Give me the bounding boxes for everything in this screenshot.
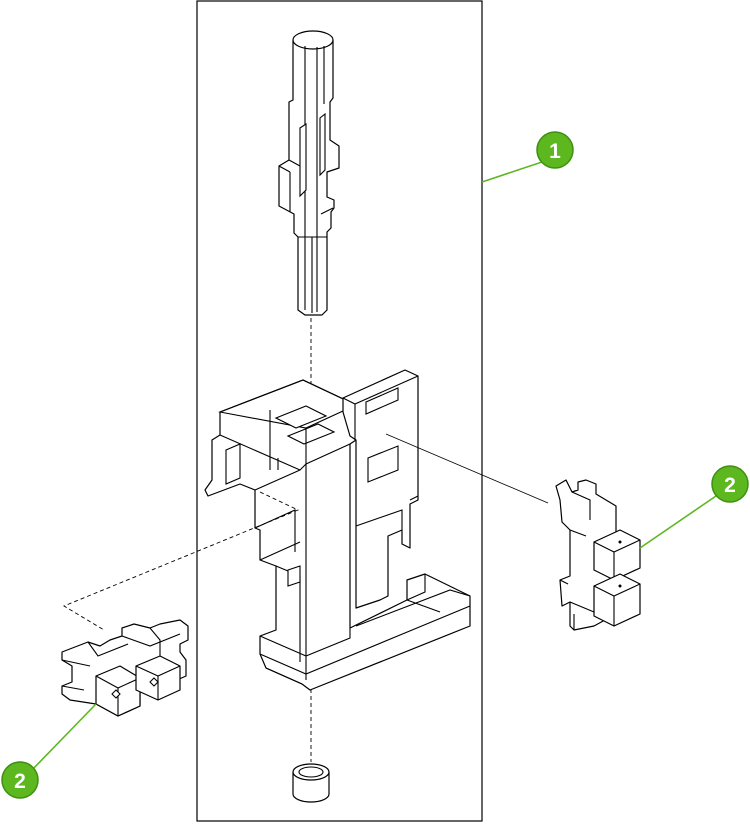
callout-label-1: 1 <box>549 140 561 163</box>
callout-badge-2-right: 2 <box>712 466 748 502</box>
main-bracket <box>205 380 470 690</box>
callout-badge-2-left: 2 <box>2 762 38 798</box>
plunger-shaft <box>279 31 339 315</box>
right-photo-sensor <box>556 480 640 630</box>
callout-label-2-left: 2 <box>14 770 26 793</box>
callout-2-left-leader <box>32 704 96 770</box>
callout-1-leader <box>482 160 548 182</box>
left-photo-sensor <box>62 620 188 716</box>
bushing <box>293 764 329 802</box>
callout-label-2-right: 2 <box>724 474 736 497</box>
callout-2-right-leader <box>640 496 716 548</box>
callout-badge-1: 1 <box>537 132 573 168</box>
bracket-arm <box>343 370 418 608</box>
